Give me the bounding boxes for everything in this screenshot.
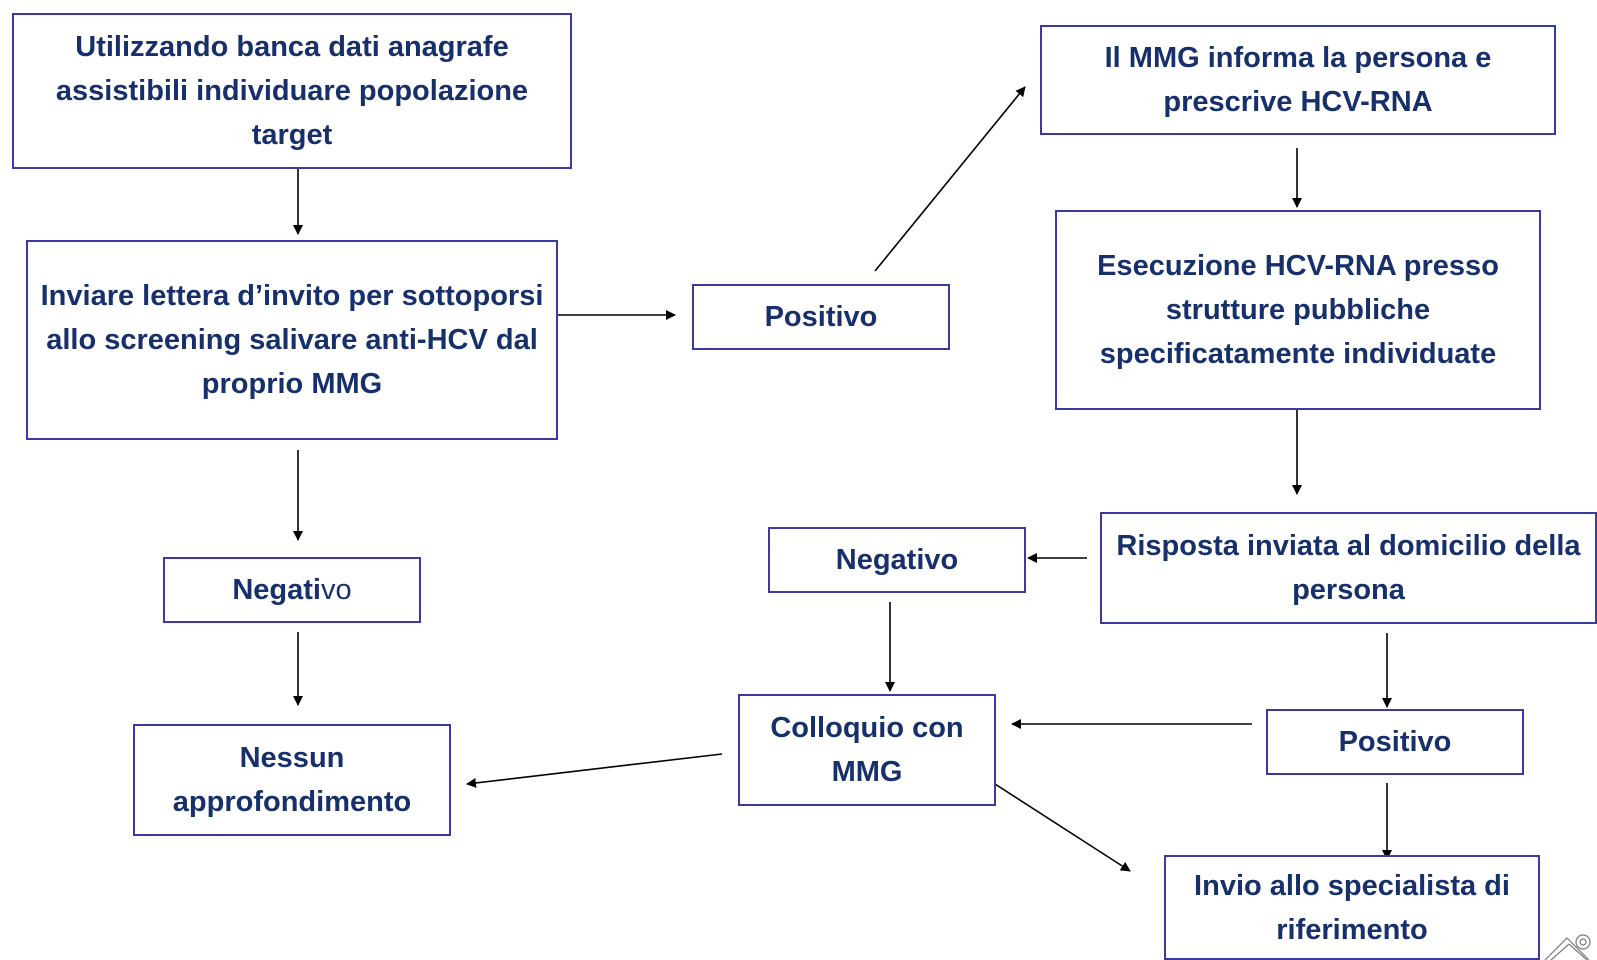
node-positivo-right-label: Positivo — [1338, 726, 1452, 758]
node-negativo-left: Negativo — [163, 557, 421, 623]
node-invio: Invio allo specialista di riferimento — [1164, 855, 1540, 960]
node-positivo-left: Positivo — [692, 284, 950, 350]
node-nessun-label: Nessun approfondimento — [172, 742, 412, 818]
node-risposta: Risposta inviata al domicilio della pers… — [1100, 512, 1597, 624]
decorative-corner-icon — [1544, 934, 1591, 960]
node-mmg-informa-label: Il MMG informa la persona e prescrive HC… — [1104, 42, 1492, 118]
node-positivo-right: Positivo — [1266, 709, 1524, 775]
arrow-colloquio-to-invio — [994, 783, 1131, 872]
node-negativo-right: Negativo — [768, 527, 1026, 593]
node-utilizzando: Utilizzando banca dati anagrafe assistib… — [12, 13, 572, 169]
node-nessun: Nessun approfondimento — [133, 724, 451, 836]
node-mmg-informa: Il MMG informa la persona e prescrive HC… — [1040, 25, 1556, 135]
arrow-colloquio-to-nessun — [466, 753, 723, 788]
node-negativo-left-label: Negativo — [232, 574, 352, 606]
node-esecuzione-label: Esecuzione HCV-RNA presso strutture pubb… — [1097, 250, 1499, 370]
node-utilizzando-label: Utilizzando banca dati anagrafe assistib… — [55, 31, 529, 151]
arrow-positivo-to-mmg-informa — [874, 86, 1026, 272]
node-esecuzione: Esecuzione HCV-RNA presso strutture pubb… — [1055, 210, 1541, 410]
node-inviare-label: Inviare lettera d’invito per sottoporsi … — [40, 280, 544, 400]
node-colloquio: Colloquio con MMG — [738, 694, 996, 806]
node-colloquio-label: Colloquio con MMG — [770, 712, 964, 788]
node-invio-label: Invio allo specialista di riferimento — [1194, 869, 1510, 946]
node-negativo-right-label: Negativo — [835, 544, 959, 576]
node-inviare: Inviare lettera d’invito per sottoporsi … — [26, 240, 558, 440]
node-positivo-left-label: Positivo — [764, 301, 878, 333]
node-risposta-label: Risposta inviata al domicilio della pers… — [1116, 530, 1581, 606]
